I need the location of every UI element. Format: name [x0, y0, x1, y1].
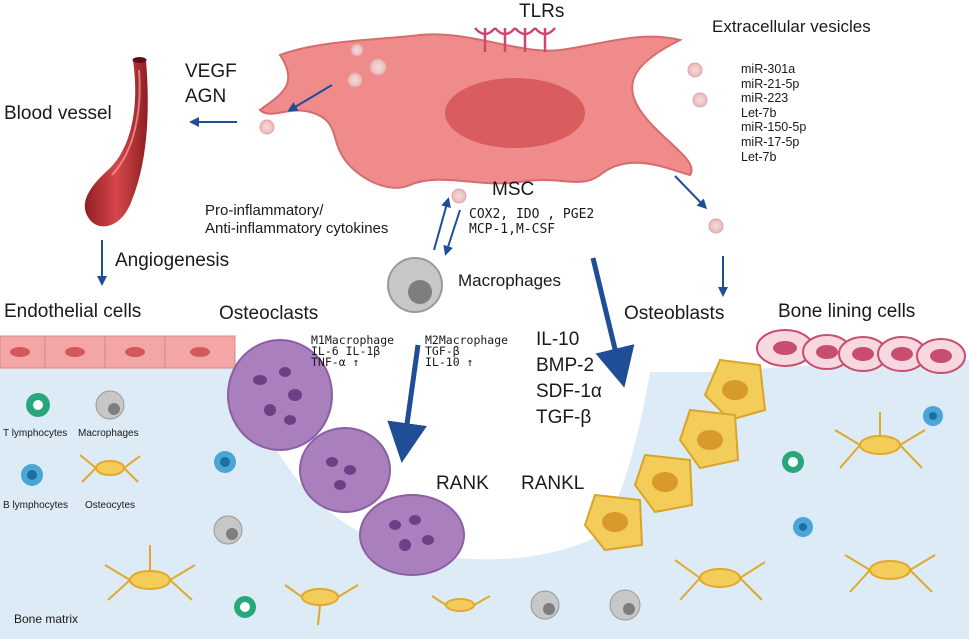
macrophage-small-cell-2	[213, 515, 243, 545]
mirna-item: Let-7b	[741, 149, 777, 164]
endothelial-cells-label: Endothelial cells	[4, 301, 142, 322]
msc-cell	[258, 33, 693, 189]
osteoblast-nuclei	[602, 380, 748, 532]
osteoclasts-label: Osteoclasts	[219, 303, 319, 324]
mirna-item: Let-7b	[741, 105, 777, 120]
msc-factors-line1: COX2, IDO , PGE2	[469, 207, 595, 222]
osteocyte-cell-3	[284, 584, 359, 626]
mirna-item: miR-21-5p	[741, 76, 800, 91]
mirna-item: miR-223	[741, 91, 789, 106]
osteocyte-cell-4	[431, 595, 491, 612]
bone-lining-nuclei	[773, 341, 952, 363]
bone-matrix-label: Bone matrix	[14, 612, 79, 626]
mirna-item: miR-150-5p	[741, 120, 807, 135]
m2-cytokines-line1: TGF-β	[425, 344, 460, 358]
m2-cytokines-line2: IL-10 ↑	[425, 355, 474, 369]
osteo-factor-item: SDF-1α	[536, 381, 602, 402]
b-lymphocytes-label: B lymphocytes	[3, 500, 69, 511]
msc-factors-line2: MCP-1,M-CSF	[469, 222, 556, 237]
tlrs-label: TLRs	[519, 1, 565, 22]
mirna-item: miR-301a	[741, 62, 796, 76]
osteoblasts-label: Osteoblasts	[624, 303, 725, 324]
agn-label: AGN	[185, 86, 227, 107]
b-lymphocyte-cell-2	[214, 451, 236, 473]
osteo-factor-list: IL-10 BMP-2 SDF-1α TGF-β	[536, 327, 602, 431]
msc-label: MSC	[492, 179, 535, 200]
mirna-item: miR-17-5p	[741, 134, 800, 149]
m1-macrophage-title: M1Macrophage	[311, 333, 395, 347]
osteo-factor-item: BMP-2	[536, 355, 595, 376]
macrophage-small-cell	[95, 390, 125, 420]
b-lymphocyte-cell-3	[793, 406, 943, 537]
osteocyte-cell-5	[674, 559, 766, 601]
angiogenesis-label: Angiogenesis	[115, 250, 230, 271]
m2-macrophage-title: M2Macrophage	[425, 333, 509, 347]
osteocyte-cell	[79, 454, 141, 483]
tlr-receptors	[474, 27, 556, 52]
osteo-factor-item: TGF-β	[536, 407, 592, 428]
macrophage-small-cell-3	[530, 589, 641, 621]
t-lymphocytes-label: T lymphocytes	[3, 428, 68, 439]
extracellular-vesicles-label: Extracellular vesicles	[712, 17, 871, 36]
macrophage-cell	[387, 257, 443, 313]
blood-vessel-label: Blood vessel	[4, 103, 112, 124]
rank-label: RANK	[436, 473, 489, 494]
t-lymphocyte-cell-2	[234, 596, 256, 618]
rankl-label: RANKL	[521, 473, 585, 494]
osteo-factor-item: IL-10	[536, 329, 580, 350]
blood-vessel	[84, 57, 148, 227]
osteocyte-cell-7	[844, 554, 936, 593]
cytokines-line2: Anti-inflammatory cytokines	[205, 220, 389, 237]
m1-cytokines-line2: TNF-α ↑	[311, 355, 360, 369]
extracellular-vesicles	[259, 43, 724, 234]
b-lymphocyte-cell	[21, 464, 43, 486]
osteocyte-cell-6	[834, 412, 926, 469]
thick-arrows	[387, 257, 635, 463]
endothelial-cells	[0, 335, 236, 369]
osteocytes-label: Osteocytes	[85, 500, 136, 511]
arrows	[97, 84, 728, 297]
m1-cytokines-line1: IL-6 IL-1β	[311, 344, 381, 358]
t-lymphocyte-cell-3	[782, 451, 804, 473]
mirna-list: miR-301a miR-21-5p miR-223 Let-7b miR-15…	[741, 62, 806, 164]
vegf-label: VEGF	[185, 61, 237, 82]
osteocyte-cell-2	[104, 545, 196, 601]
macrophages-label: Macrophages	[458, 271, 562, 290]
osteoclast-nuclei	[253, 367, 434, 551]
t-lymphocyte-cell	[26, 393, 50, 417]
bone-lining-cells-label: Bone lining cells	[778, 301, 916, 322]
cytokines-line1: Pro-inflammatory/	[205, 202, 324, 219]
macrophages-small-label: Macrophages	[78, 428, 139, 439]
